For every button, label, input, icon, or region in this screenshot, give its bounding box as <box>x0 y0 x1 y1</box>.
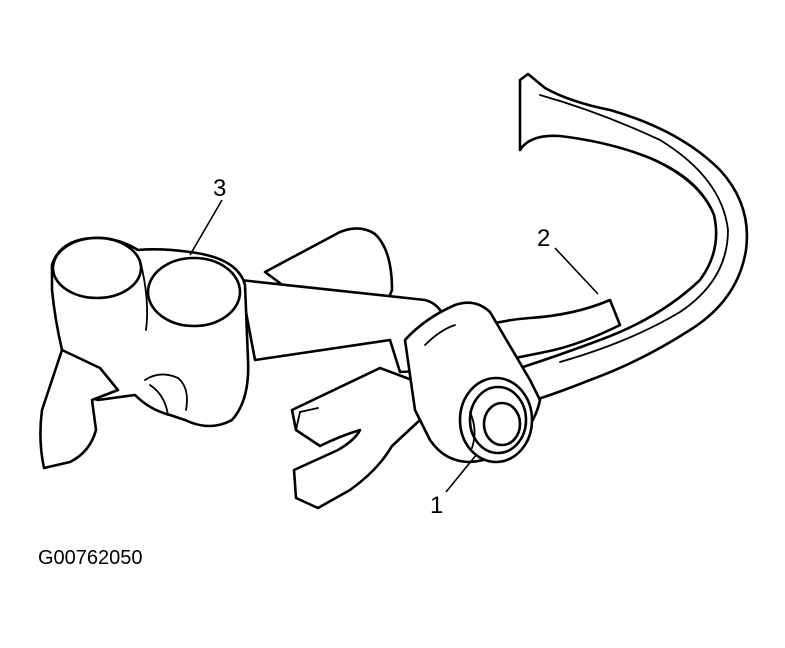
bracket-body <box>39 227 447 470</box>
leader-line-1 <box>445 453 478 493</box>
callout-1: 1 <box>430 492 443 519</box>
callout-3: 3 <box>213 175 226 202</box>
leader-line-3 <box>189 199 223 256</box>
figure-code: G00762050 <box>38 547 143 569</box>
leader-line-2 <box>554 247 599 295</box>
pivot-boss <box>403 301 542 464</box>
callout-2: 2 <box>537 225 550 252</box>
clevis-end <box>290 366 422 510</box>
